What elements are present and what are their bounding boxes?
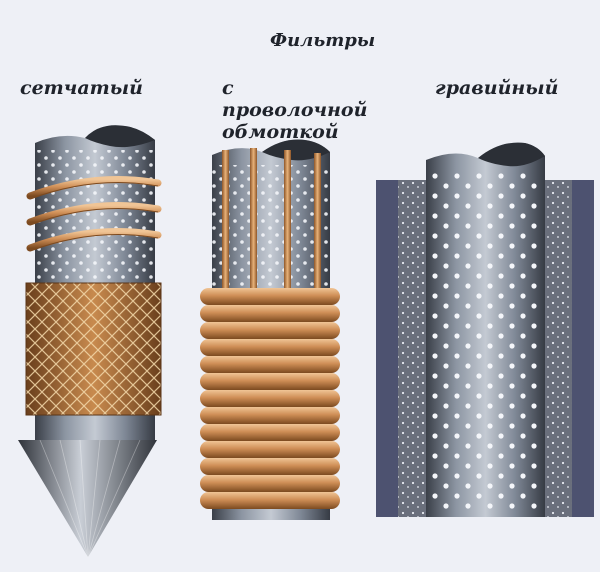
casing-wall-right: [572, 180, 594, 517]
mesh-wire-coil: [26, 176, 162, 252]
mesh-filter: [18, 125, 162, 558]
gravel-filter: [376, 142, 594, 518]
label-gravel-filter: гравийный: [435, 77, 559, 99]
cone-tip: [18, 440, 157, 557]
pipe-perforations: [430, 172, 542, 512]
pipe-opening: [85, 125, 155, 148]
pipe-opening: [262, 139, 330, 161]
casing-wall-left: [376, 180, 398, 517]
diagram-title: Фильтры: [270, 30, 376, 51]
longitudinal-rods: [222, 148, 321, 300]
label-wire-wound-filter: с проволочной обмоткой: [222, 77, 368, 143]
label-mesh-filter: сетчатый: [20, 77, 143, 99]
wire-wound-filter: [200, 139, 340, 520]
wire-winding: [200, 288, 340, 509]
pipe-opening: [478, 142, 545, 167]
